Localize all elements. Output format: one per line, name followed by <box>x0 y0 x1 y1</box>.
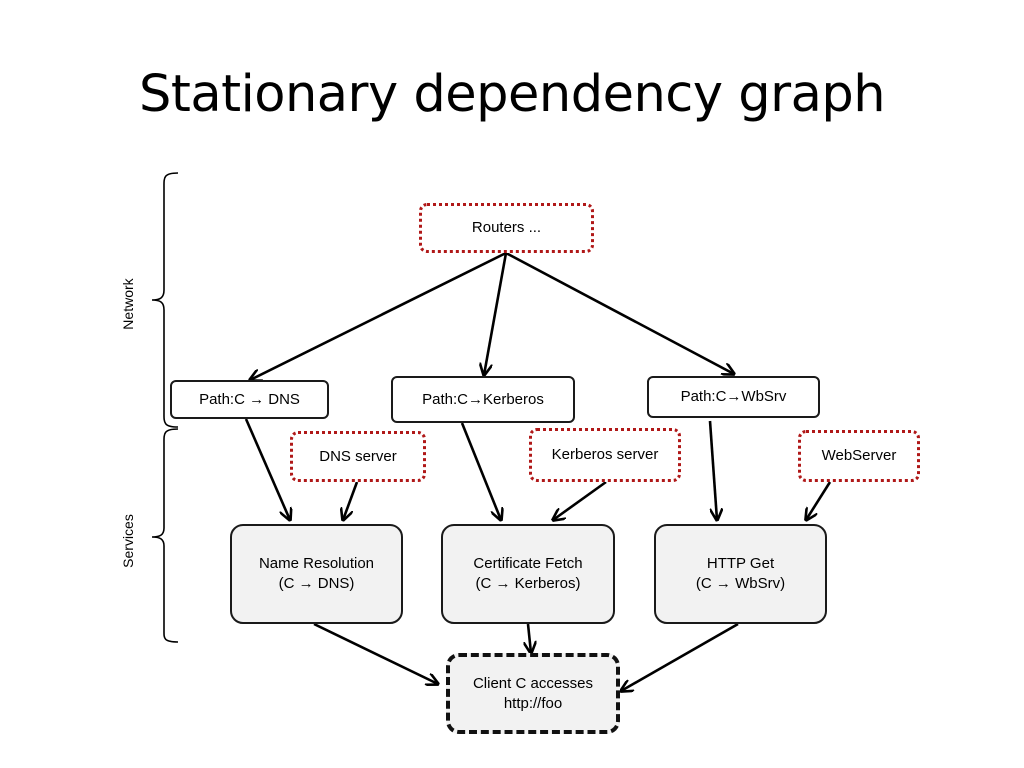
client-line2: http://foo <box>503 694 563 712</box>
kerberos-server-node: Kerberos server <box>529 428 681 482</box>
routers-node: Routers ... <box>419 203 594 253</box>
edge-cert-fetch-client <box>528 623 531 653</box>
http-get-line2: (C → WbSrv) <box>695 575 786 592</box>
edge-routers-path-wbsrv <box>505 251 734 374</box>
dns-server-node: DNS server <box>290 431 426 482</box>
certificate-fetch-line2: (C → Kerberos) <box>475 575 581 592</box>
certificate-fetch-line1: Certificate Fetch <box>473 555 583 572</box>
http-get-node: HTTP Get (C → WbSrv) <box>654 524 827 624</box>
client-line1: Client C accesses <box>472 674 594 692</box>
edge-path-kerberos-cert-fetch <box>460 422 501 520</box>
edge-http-get-client <box>621 622 739 691</box>
path-wbsrv-node: Path:C→WbSrv <box>647 376 820 418</box>
name-resolution-line2: (C → DNS) <box>278 575 355 592</box>
network-layer-label: Network <box>120 278 136 330</box>
slide-title: Stationary dependency graph <box>138 65 886 124</box>
edge-webserver-http-get <box>806 481 832 520</box>
edge-routers-path-dns <box>250 251 507 380</box>
path-kerberos-node: Path:C→Kerberos <box>391 376 575 423</box>
path-dns-node: Path:C → DNS <box>170 380 329 419</box>
webserver-node: WebServer <box>798 430 920 482</box>
edge-name-resolution-client <box>313 622 438 684</box>
certificate-fetch-node: Certificate Fetch (C → Kerberos) <box>441 524 615 624</box>
network-brace <box>151 172 179 428</box>
edge-kerberos-server-cert-fetch <box>553 480 607 520</box>
services-brace <box>151 428 179 643</box>
edge-path-dns-name-resolution <box>244 418 290 520</box>
services-layer-label: Services <box>120 514 136 568</box>
name-resolution-line1: Name Resolution <box>258 555 375 572</box>
edge-dns-server-name-resolution <box>343 481 359 520</box>
http-get-line1: HTTP Get <box>706 555 775 572</box>
edge-routers-path-kerberos <box>484 252 508 375</box>
client-node: Client C accesses http://foo <box>446 653 620 734</box>
name-resolution-node: Name Resolution (C → DNS) <box>230 524 403 624</box>
edge-path-wbsrv-http-get <box>708 420 717 520</box>
